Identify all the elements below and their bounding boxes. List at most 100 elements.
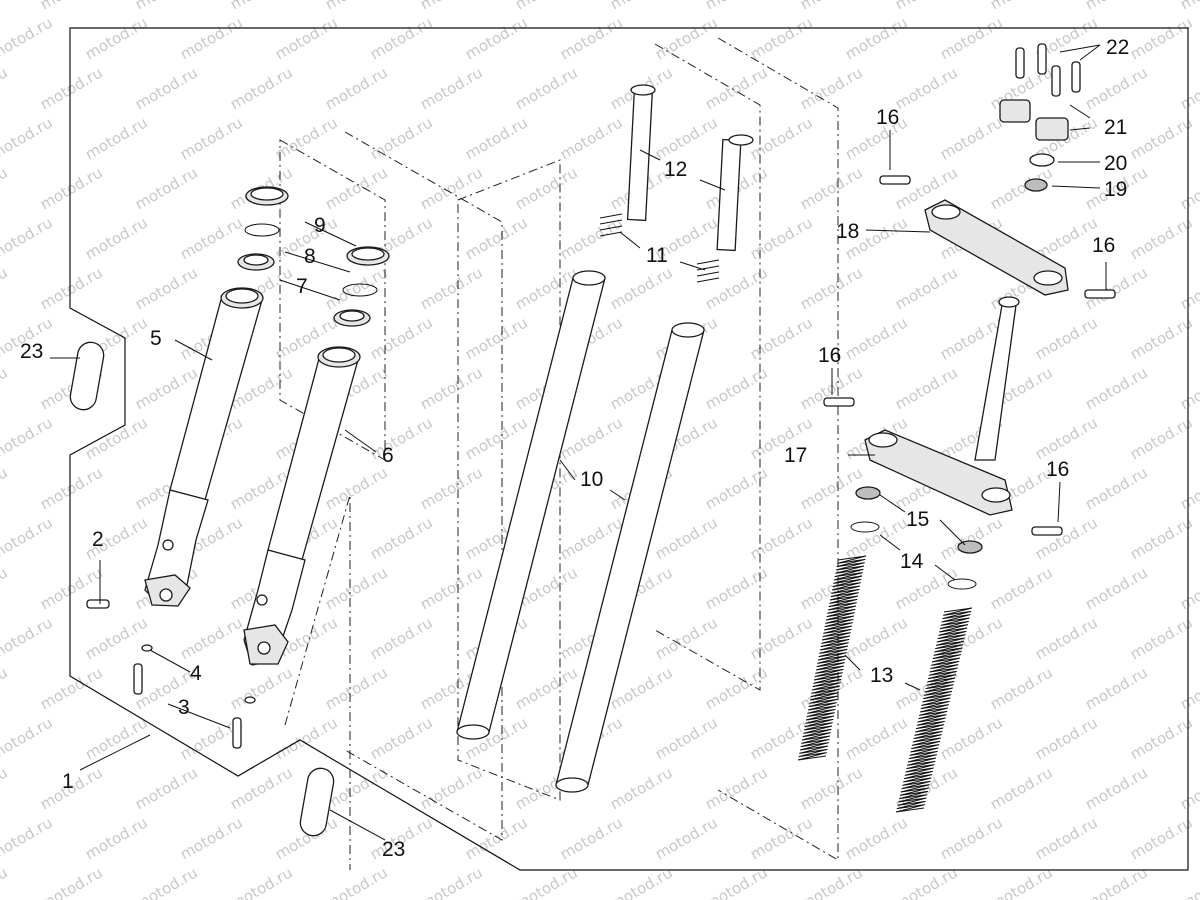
watermark-text: motod.ru bbox=[607, 763, 676, 813]
watermark-text: motod.ru bbox=[132, 863, 201, 900]
watermark-text: motod.ru bbox=[937, 113, 1006, 163]
inner-tubes bbox=[456, 270, 705, 793]
watermark-text: motod.ru bbox=[0, 513, 56, 563]
watermark-text: motod.ru bbox=[1127, 513, 1196, 563]
label-part-16c: 16 bbox=[818, 344, 841, 367]
main-springs bbox=[797, 555, 973, 813]
watermark-text: motod.ru bbox=[37, 463, 106, 513]
watermark-text: motod.ru bbox=[227, 0, 296, 13]
watermark-text: motod.ru bbox=[937, 813, 1006, 863]
watermark-text: motod.ru bbox=[747, 313, 816, 363]
watermark-text: motod.ru bbox=[842, 613, 911, 663]
label-part-13: 13 bbox=[870, 664, 893, 687]
watermark-text: motod.ru bbox=[227, 63, 296, 113]
watermark-text: motod.ru bbox=[37, 863, 106, 900]
watermark-text: motod.ru bbox=[1082, 463, 1151, 513]
watermark-text: motod.ru bbox=[1032, 313, 1101, 363]
watermark-text: motod.ru bbox=[0, 163, 11, 213]
watermark-text: motod.ru bbox=[322, 0, 391, 13]
watermark-text: motod.ru bbox=[417, 463, 486, 513]
watermark-text: motod.ru bbox=[1032, 413, 1101, 463]
label-part-8: 8 bbox=[304, 245, 316, 268]
label-part-7: 7 bbox=[296, 275, 308, 298]
watermark-text: motod.ru bbox=[987, 863, 1056, 900]
watermark-text: motod.ru bbox=[1082, 663, 1151, 713]
watermark-text: motod.ru bbox=[1032, 613, 1101, 663]
seal-parts bbox=[237, 186, 390, 327]
watermark-text: motod.ru bbox=[177, 613, 246, 663]
watermark-text: motod.ru bbox=[797, 163, 866, 213]
watermark-text: motod.ru bbox=[937, 713, 1006, 763]
label-part-16a: 16 bbox=[876, 106, 899, 129]
watermark-text: motod.ru bbox=[0, 0, 11, 13]
watermark-text: motod.ru bbox=[322, 163, 391, 213]
watermark-text: motod.ru bbox=[797, 263, 866, 313]
watermark-text: motod.ru bbox=[0, 413, 56, 463]
guide-lines bbox=[279, 37, 839, 870]
watermark-text: motod.ru bbox=[82, 613, 151, 663]
watermark-text: motod.ru bbox=[1127, 813, 1196, 863]
watermark-text: motod.ru bbox=[132, 0, 201, 13]
watermark-text: motod.ru bbox=[82, 213, 151, 263]
watermark-text: motod.ru bbox=[1032, 713, 1101, 763]
watermark-text: motod.ru bbox=[417, 0, 486, 13]
watermark-text: motod.ru bbox=[1127, 413, 1196, 463]
label-part-23b: 23 bbox=[382, 838, 405, 861]
watermark-text: motod.ru bbox=[0, 813, 56, 863]
watermark-text: motod.ru bbox=[132, 363, 201, 413]
watermark-text: motod.ru bbox=[652, 713, 721, 763]
watermark-text: motod.ru bbox=[892, 263, 961, 313]
label-part-18: 18 bbox=[836, 220, 859, 243]
label-part-23a: 23 bbox=[20, 340, 43, 363]
watermark-text: motod.ru bbox=[842, 713, 911, 763]
watermark-text: motod.ru bbox=[842, 313, 911, 363]
watermark-text: motod.ru bbox=[82, 713, 151, 763]
watermark-text: motod.ru bbox=[322, 463, 391, 513]
watermark-text: motod.ru bbox=[937, 13, 1006, 63]
watermark-text: motod.ru bbox=[557, 813, 626, 863]
watermark-text: motod.ru bbox=[0, 263, 11, 313]
watermark-text: motod.ru bbox=[1127, 113, 1196, 163]
watermark-text: motod.ru bbox=[607, 863, 676, 900]
watermark-text: motod.ru bbox=[892, 63, 961, 113]
label-part-16d: 16 bbox=[1046, 458, 1069, 481]
watermark-text: motod.ru bbox=[417, 563, 486, 613]
handlebar-clamp-parts bbox=[823, 43, 1116, 536]
watermark-text: motod.ru bbox=[227, 863, 296, 900]
watermark-text: motod.ru bbox=[462, 213, 531, 263]
watermark-text: motod.ru bbox=[797, 463, 866, 513]
watermark-text: motod.ru bbox=[702, 763, 771, 813]
watermark-text: motod.ru bbox=[37, 663, 106, 713]
watermark-text: motod.ru bbox=[652, 13, 721, 63]
watermark-text: motod.ru bbox=[417, 163, 486, 213]
watermark-text: motod.ru bbox=[1032, 813, 1101, 863]
watermark-text: motod.ru bbox=[132, 63, 201, 113]
watermark-text: motod.ru bbox=[0, 613, 56, 663]
watermark-text: motod.ru bbox=[892, 863, 961, 900]
watermark-text: motod.ru bbox=[652, 613, 721, 663]
leader-lines bbox=[50, 44, 1107, 841]
watermark-text: motod.ru bbox=[1177, 0, 1200, 13]
watermark-text: motod.ru bbox=[0, 663, 11, 713]
watermark-text: motod.ru bbox=[322, 63, 391, 113]
watermark-text: motod.ru bbox=[367, 613, 436, 663]
watermark-text: motod.ru bbox=[462, 13, 531, 63]
watermark-text: motod.ru bbox=[417, 763, 486, 813]
watermark-text: motod.ru bbox=[797, 763, 866, 813]
label-part-1: 1 bbox=[62, 770, 74, 793]
watermark-text: motod.ru bbox=[462, 113, 531, 163]
label-part-16b: 16 bbox=[1092, 234, 1115, 257]
watermark-text: motod.ru bbox=[747, 513, 816, 563]
watermark-text: motod.ru bbox=[37, 0, 106, 13]
watermark-text: motod.ru bbox=[652, 513, 721, 563]
watermark-text: motod.ru bbox=[462, 313, 531, 363]
watermark-text: motod.ru bbox=[177, 813, 246, 863]
watermark-text: motod.ru bbox=[702, 863, 771, 900]
watermark-text: motod.ru bbox=[417, 363, 486, 413]
watermark-text: motod.ru bbox=[937, 513, 1006, 563]
outer-tube-left bbox=[144, 287, 264, 607]
watermark-text: motod.ru bbox=[82, 413, 151, 463]
watermark-text: motod.ru bbox=[82, 13, 151, 63]
watermark-text: motod.ru bbox=[512, 0, 581, 13]
